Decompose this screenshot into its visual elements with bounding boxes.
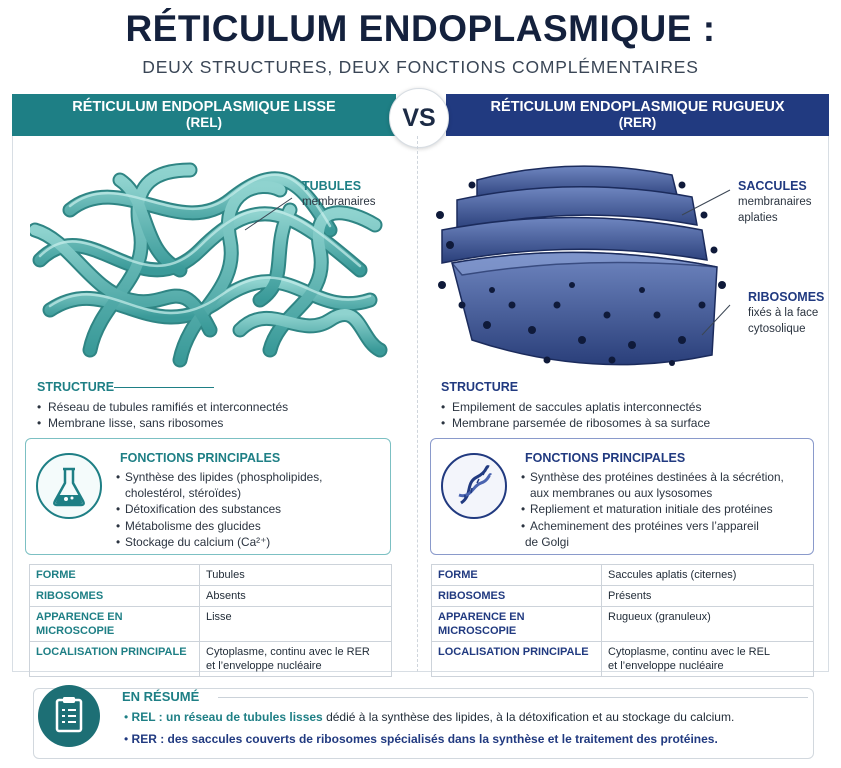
rer-saccule-illustration xyxy=(436,165,731,366)
summary-rel-row: • REL : un réseau de tubules lisses dédi… xyxy=(124,710,734,724)
summary-rel-text: dédié à la synthèse des lipides, à la dé… xyxy=(322,710,735,724)
table-row: LOCALISATION PRINCIPALE Cytoplasme, cont… xyxy=(29,641,392,677)
list-item: Stockage du calcium (Ca²⁺) xyxy=(116,534,322,550)
clipboard-icon xyxy=(38,685,100,747)
list-item: Acheminement des protéines vers l’appare… xyxy=(521,518,784,534)
rer-structure-list: Empilement de saccules aplatis interconn… xyxy=(441,399,710,431)
summary-rer-label: RER : des saccules couverts de ribosomes… xyxy=(131,732,718,746)
summary-divider xyxy=(218,697,808,698)
table-row: RIBOSOMES Absents xyxy=(29,585,392,607)
list-item: Repliement et maturation initiale des pr… xyxy=(521,501,784,517)
saccules-callout-line2: aplaties xyxy=(738,212,778,224)
table-cell-label: RIBOSOMES xyxy=(29,585,200,607)
list-item: Empilement de saccules aplatis interconn… xyxy=(441,399,710,415)
table-row: FORME Tubules xyxy=(29,564,392,586)
rer-functions-title: FONCTIONS PRINCIPALES xyxy=(525,451,686,465)
rel-functions-box: FONCTIONS PRINCIPALES Synthèse des lipid… xyxy=(25,438,391,555)
saccules-callout-title: SACCULES xyxy=(738,179,807,193)
rel-header: RÉTICULUM ENDOPLASMIQUE LISSE (REL) xyxy=(12,94,396,136)
table-cell-label: FORME xyxy=(29,564,200,586)
summary-title: EN RÉSUMÉ xyxy=(122,689,200,704)
rel-header-title: RÉTICULUM ENDOPLASMIQUE LISSE xyxy=(72,99,336,115)
ribosomes-callout-line1: fixés à la face xyxy=(748,307,819,319)
table-cell-value: Présents xyxy=(601,585,814,607)
rel-tubule-illustration xyxy=(30,162,388,368)
table-cell-value: Absents xyxy=(199,585,392,607)
rel-comparison-table: FORME Tubules RIBOSOMES Absents APPARENC… xyxy=(29,564,392,677)
tubules-callout: TUBULES membranaires xyxy=(302,178,376,210)
table-cell-value: Saccules aplatis (citernes) xyxy=(601,564,814,586)
tubules-callout-text: membranaires xyxy=(302,196,376,208)
rer-comparison-table: FORME Saccules aplatis (citernes) RIBOSO… xyxy=(431,564,814,677)
table-cell-value: Cytoplasme, continu avec le REL et l’env… xyxy=(601,641,814,677)
rer-structure-title: STRUCTURE xyxy=(441,380,519,394)
rer-functions-box: FONCTIONS PRINCIPALES Synthèse des proté… xyxy=(430,438,814,555)
ribosomes-callout: RIBOSOMES fixés à la face cytosolique xyxy=(748,289,824,337)
rer-functions-list: Synthèse des protéines destinées à la sé… xyxy=(521,469,784,550)
table-cell-line: et l’enveloppe nucléaire xyxy=(206,660,322,672)
table-cell-value: Tubules xyxy=(199,564,392,586)
table-cell-line: Cytoplasme, continu avec le RER xyxy=(206,646,370,658)
flask-icon xyxy=(36,453,102,519)
table-row: LOCALISATION PRINCIPALE Cytoplasme, cont… xyxy=(431,641,814,677)
list-item: Métabolisme des glucides xyxy=(116,518,322,534)
tubules-callout-title: TUBULES xyxy=(302,179,362,193)
table-cell-line: Cytoplasme, continu avec le REL xyxy=(608,646,771,658)
page-subtitle: DEUX STRUCTURES, DEUX FONCTIONS COMPLÉME… xyxy=(142,57,699,77)
rel-functions-list: Synthèse des lipides (phospholipides, ch… xyxy=(116,469,322,550)
table-cell-value: Lisse xyxy=(199,606,392,642)
table-row: RIBOSOMES Présents xyxy=(431,585,814,607)
rer-header-abbr: (RER) xyxy=(618,115,657,130)
dna-icon xyxy=(441,453,507,519)
list-item: de Golgi xyxy=(525,534,569,549)
saccules-callout: SACCULES membranaires aplaties xyxy=(738,178,812,226)
vs-badge: VS xyxy=(389,88,449,148)
list-item: Synthèse des lipides (phospholipides, xyxy=(116,469,322,485)
rer-header-title: RÉTICULUM ENDOPLASMIQUE RUGUEUX xyxy=(490,99,785,115)
list-item: Synthèse des protéines destinées à la sé… xyxy=(521,469,784,485)
table-row: APPARENCE EN MICROSCOPIE Rugueux (granul… xyxy=(431,606,814,642)
summary-rer-row: • RER : des saccules couverts de ribosom… xyxy=(124,732,718,746)
summary-bullet: • xyxy=(124,732,132,746)
ribosomes-callout-title: RIBOSOMES xyxy=(748,290,825,304)
rel-header-abbr: (REL) xyxy=(186,115,222,130)
table-cell-label: APPARENCE EN MICROSCOPIE xyxy=(29,606,200,642)
table-cell-label: LOCALISATION PRINCIPALE xyxy=(29,641,200,677)
table-cell-line: et l’enveloppe nucléaire xyxy=(608,660,724,672)
table-row: FORME Saccules aplatis (citernes) xyxy=(431,564,814,586)
summary-box: EN RÉSUMÉ • REL : un réseau de tubules l… xyxy=(33,685,814,759)
table-row: APPARENCE EN MICROSCOPIE Lisse xyxy=(29,606,392,642)
list-item: Membrane parsemée de ribosomes à sa surf… xyxy=(441,415,710,431)
rel-functions-title: FONCTIONS PRINCIPALES xyxy=(120,451,281,465)
table-cell-label: RIBOSOMES xyxy=(431,585,602,607)
list-item: Réseau de tubules ramifiés et interconne… xyxy=(37,399,288,415)
ribosomes-callout-line2: cytosolique xyxy=(748,323,806,335)
list-item: aux membranes ou aux lysosomes xyxy=(530,486,713,501)
table-cell-label: FORME xyxy=(431,564,602,586)
rel-structure-title: STRUCTURE xyxy=(37,380,115,394)
table-cell-label: LOCALISATION PRINCIPALE xyxy=(431,641,602,677)
list-item: Détoxification des substances xyxy=(116,501,322,517)
page-title: RÉTICULUM ENDOPLASMIQUE : xyxy=(125,8,716,49)
summary-bullet: • xyxy=(124,710,132,724)
list-item: cholestérol, stéroïdes) xyxy=(125,486,242,501)
saccules-callout-line1: membranaires xyxy=(738,196,812,208)
rer-header: RÉTICULUM ENDOPLASMIQUE RUGUEUX (RER) xyxy=(446,94,829,136)
table-cell-value: Cytoplasme, continu avec le RER et l’env… xyxy=(199,641,392,677)
rel-structure-divider xyxy=(114,387,214,388)
list-item: Membrane lisse, sans ribosomes xyxy=(37,415,288,431)
rel-structure-list: Réseau de tubules ramifiés et interconne… xyxy=(37,399,288,431)
table-cell-value: Rugueux (granuleux) xyxy=(601,606,814,642)
summary-rel-label: REL : un réseau de tubules lisses xyxy=(131,710,323,724)
table-cell-label: APPARENCE EN MICROSCOPIE xyxy=(431,606,602,642)
